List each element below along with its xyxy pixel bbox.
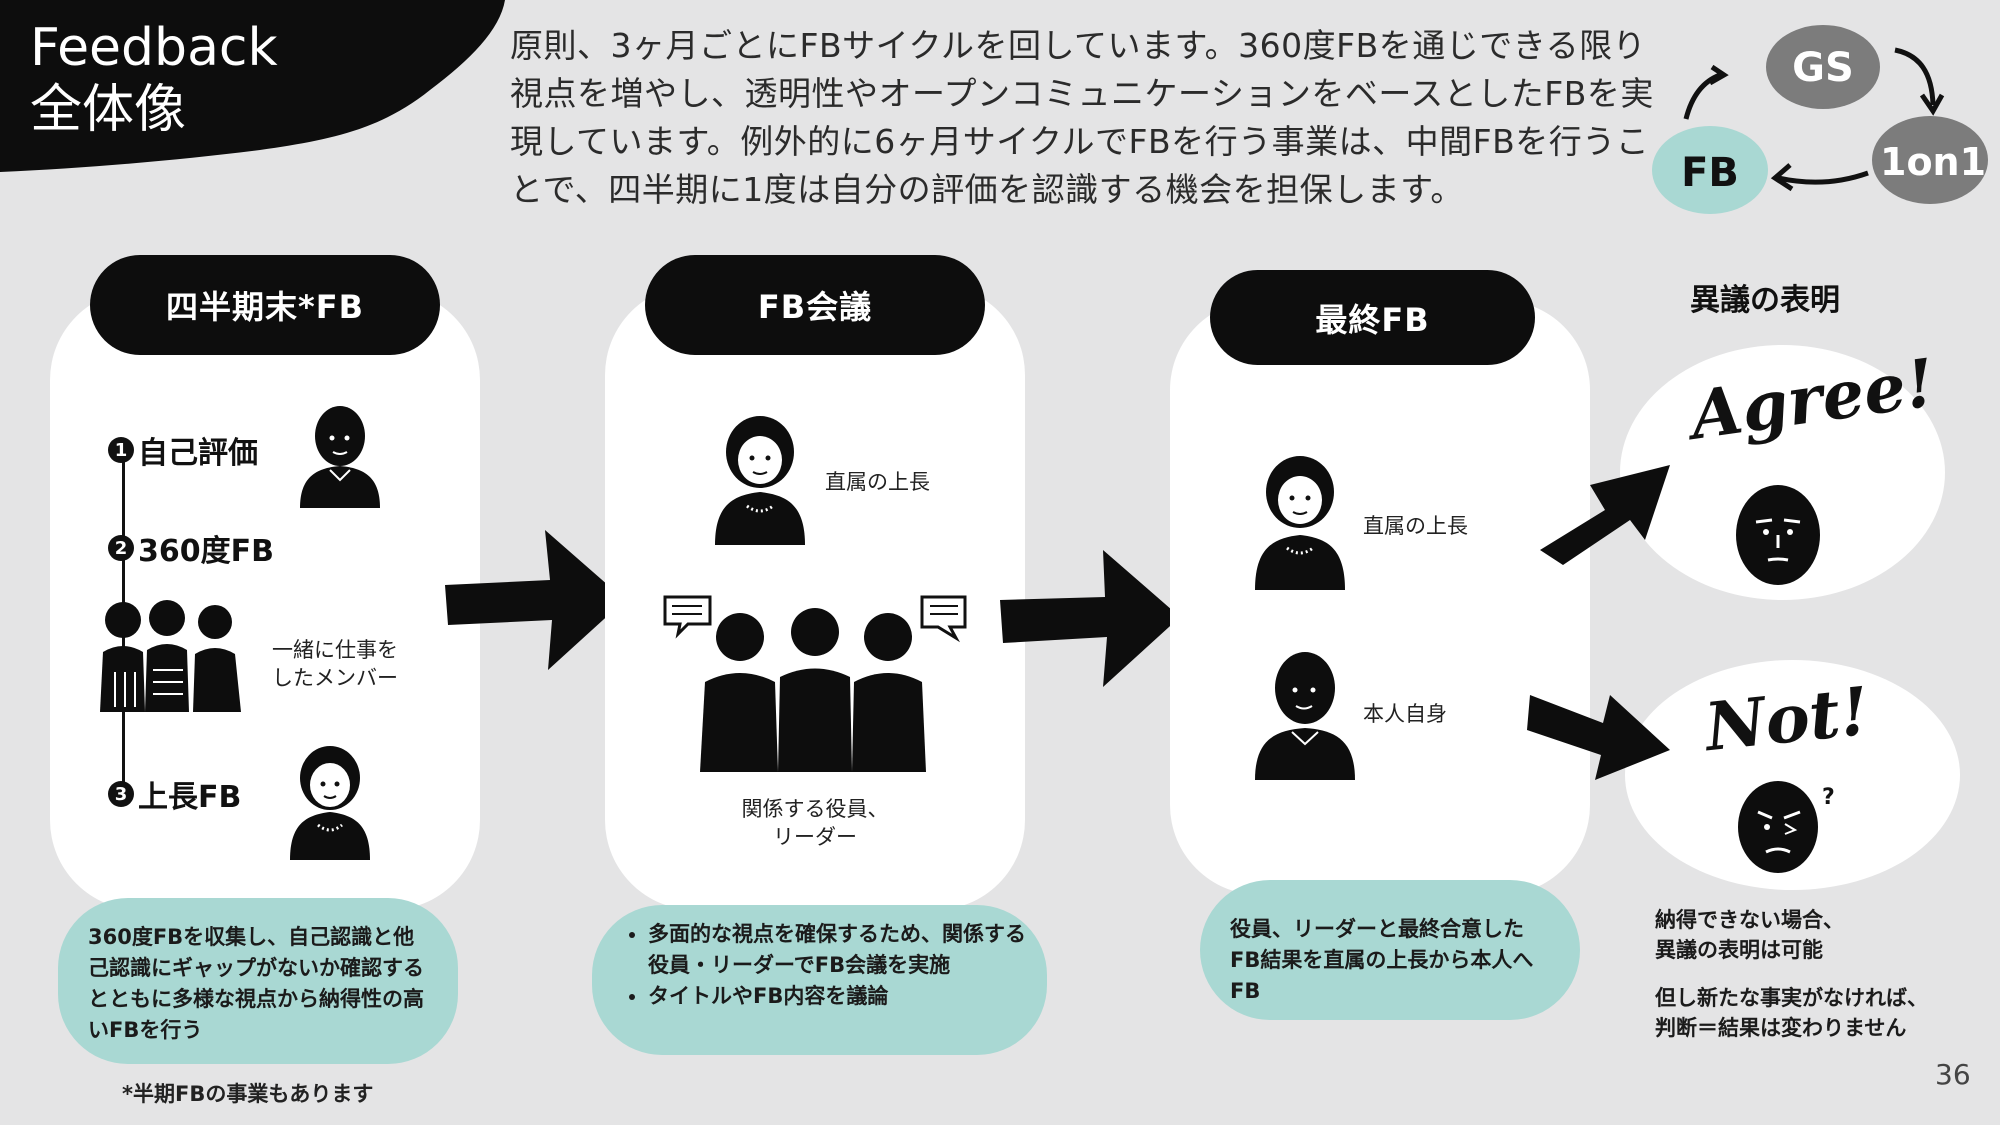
pill-final-fb: 最終FB: [1210, 270, 1535, 365]
panel-final-fb: [1170, 300, 1590, 895]
members-label-line1: 一緒に仕事を: [272, 638, 398, 662]
self-person-icon: [300, 406, 380, 508]
objection-note-1: 納得できない場合、 異議の表明は可能: [1655, 905, 1844, 965]
list-item: 多面的な視点を確保するため、関係する役員・リーダーでFB会議を実施: [648, 919, 1027, 981]
objection-title: 異議の表明: [1690, 283, 1840, 318]
note-quarter-fb: 360度FBを収集し、自己認識と他己認識にギャップがないか確認するとともに多様な…: [58, 898, 458, 1064]
step-boss-fb: 3 上長FB: [108, 772, 241, 816]
cycle-gs: GS: [1792, 45, 1854, 91]
step-number-3: 3: [108, 781, 134, 807]
arrow-down-right-icon: [1527, 695, 1670, 780]
arrow-right-icon: [445, 530, 625, 670]
members-label-line2: したメンバー: [272, 666, 398, 690]
leaders-label: 関係する役員、 リーダー: [700, 795, 930, 851]
boss-person-icon: [1255, 456, 1345, 590]
boss-person-icon: [290, 746, 370, 860]
leaders-label-line2: リーダー: [773, 825, 857, 849]
leaders-group-icon: [663, 595, 967, 772]
step-number-1: 1: [108, 437, 134, 463]
self-label: 本人自身: [1363, 702, 1447, 726]
cycle-1on1: 1on1: [1880, 140, 1987, 184]
step-self-eval-label: 自己評価: [138, 436, 258, 471]
boss-label: 直属の上長: [825, 470, 930, 494]
title-line1: Feedback: [30, 18, 278, 78]
self-person-icon: [1255, 652, 1355, 780]
step-360-label: 360度FB: [138, 534, 274, 569]
step-self-eval: 1 自己評価: [108, 428, 258, 472]
objection-note-2: 但し新たな事実がなければ、 判断＝結果は変わりません: [1655, 983, 1928, 1043]
pill-quarter-fb: 四半期末*FB: [90, 255, 440, 355]
arrow-right-icon: [1000, 550, 1180, 687]
final-boss-label: 直属の上長: [1363, 514, 1468, 538]
members-group-icon: [100, 600, 241, 712]
not-face-icon: ?: [1738, 781, 1835, 873]
note-fb-meeting: 多面的な視点を確保するため、関係する役員・リーダーでFB会議を実施 タイトルやF…: [592, 905, 1047, 1055]
step-boss-fb-label: 上長FB: [138, 780, 242, 815]
step-360: 2 360度FB: [108, 526, 274, 570]
footnote: *半期FBの事業もあります: [122, 1082, 374, 1106]
objection-note-2-line1: 但し新たな事実がなければ、: [1655, 986, 1928, 1010]
list-item: タイトルやFB内容を議論: [648, 981, 1027, 1012]
title-line2: 全体像: [30, 80, 187, 140]
pill-fb-meeting: FB会議: [645, 255, 985, 355]
boss-person-icon: [715, 416, 805, 545]
objection-note-2-line2: 判断＝結果は変わりません: [1655, 1016, 1907, 1040]
members-label: 一緒に仕事を したメンバー: [272, 636, 398, 692]
cycle-diagram: [1652, 25, 1988, 214]
meeting-bullet-list: 多面的な視点を確保するため、関係する役員・リーダーでFB会議を実施 タイトルやF…: [622, 919, 1027, 1012]
note-final-fb: 役員、リーダーと最終合意したFB結果を直属の上長から本人へFB: [1200, 880, 1580, 1020]
title-blob: [0, 0, 505, 172]
objection-note-1-line1: 納得できない場合、: [1655, 908, 1844, 932]
cycle-fb: FB: [1681, 150, 1739, 196]
intro-text: 原則、3ヶ月ごとにFBサイクルを回しています。360度FBを通じできる限り視点を…: [510, 26, 1654, 209]
agree-face-icon: [1736, 485, 1820, 585]
svg-text:?: ?: [1822, 785, 1835, 810]
leaders-label-line1: 関係する役員、: [741, 797, 889, 821]
page-number: 36: [1935, 1058, 1971, 1091]
arrow-up-right-icon: [1540, 465, 1670, 565]
objection-note-1-line2: 異議の表明は可能: [1655, 938, 1823, 962]
step-number-2: 2: [108, 535, 134, 561]
